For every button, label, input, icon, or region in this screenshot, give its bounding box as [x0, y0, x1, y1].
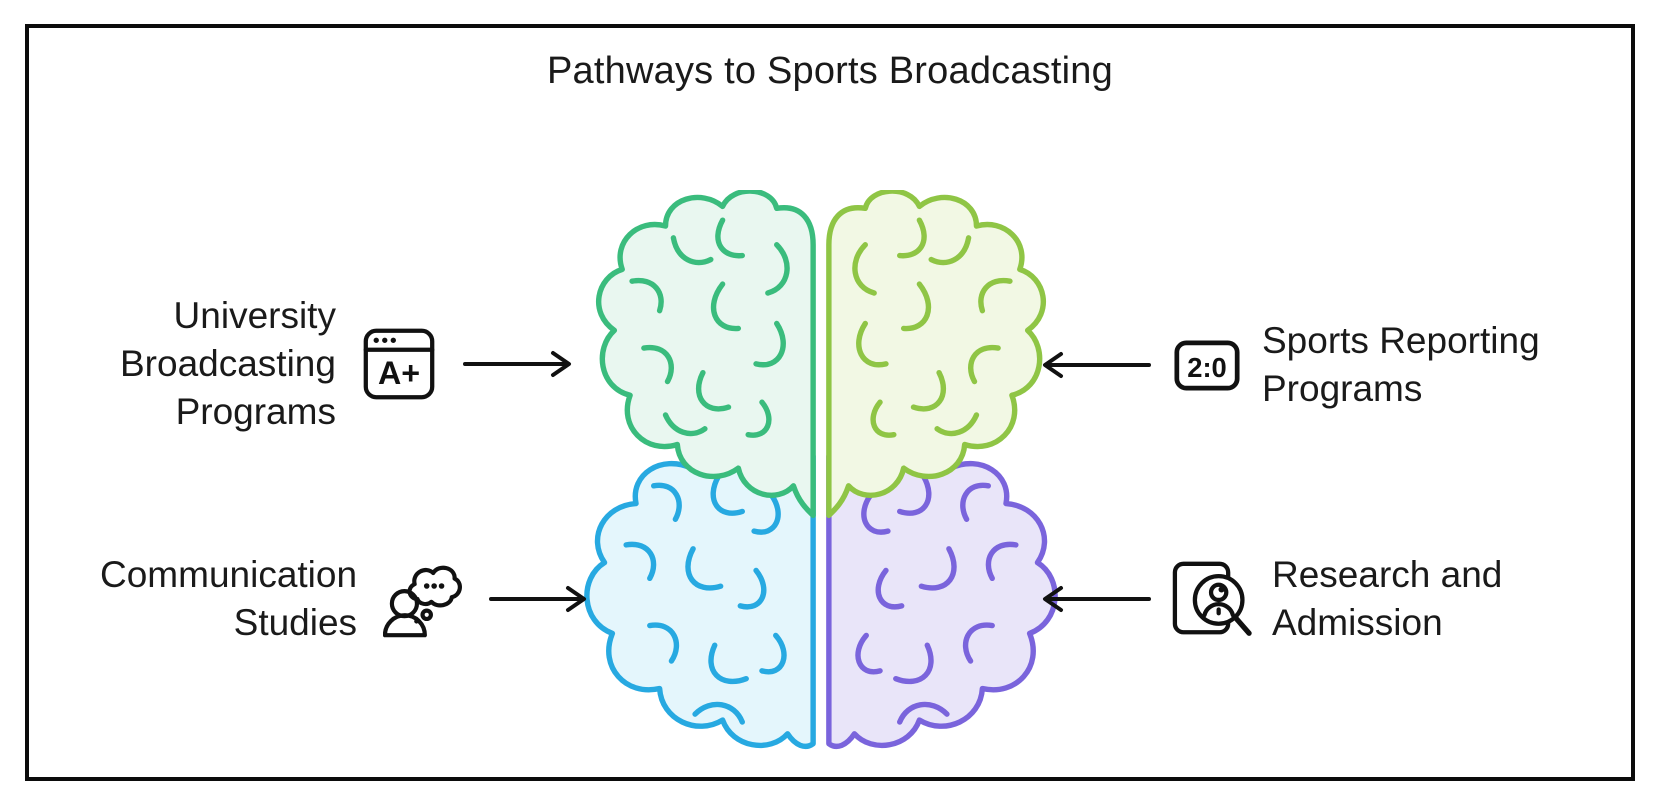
label-line: Programs [1262, 368, 1423, 409]
label-line: Studies [233, 602, 358, 643]
label-line: Programs [175, 391, 336, 432]
diagram-frame [25, 24, 1635, 781]
page-title: Pathways to Sports Broadcasting [547, 50, 1113, 92]
label-line: Research and [1272, 554, 1503, 595]
magnifier-handle-shape [1233, 615, 1252, 636]
scoreboard-icon: 2:0 [1174, 340, 1240, 390]
brain-illustration [575, 190, 1067, 762]
label-line: University [173, 295, 336, 336]
label-line: Sports Reporting [1262, 320, 1540, 361]
arrow-left-icon [1043, 352, 1151, 378]
callout-research-and-admission: Research and Admission [1040, 551, 1502, 647]
arrow-left-icon [1043, 586, 1151, 612]
label-sports-reporting-programs: Sports Reporting Programs [1262, 317, 1540, 413]
profile-head-shape [1208, 582, 1229, 603]
score-text: 2:0 [1187, 351, 1227, 382]
brain-right-hemisphere [829, 191, 1055, 746]
label-line: Admission [1272, 602, 1443, 643]
document-search-person-icon [1172, 561, 1252, 636]
callout-university-broadcasting-programs: University Broadcasting Programs A+ [120, 292, 574, 436]
profile-shoulders-shape [1202, 602, 1236, 618]
label-research-and-admission: Research and Admission [1272, 551, 1502, 647]
browser-window-shape [363, 328, 435, 400]
scoreboard-frame-shape [1174, 340, 1240, 390]
browser-grade-icon: A+ [363, 328, 435, 400]
magnifier-lens-shape [1192, 574, 1245, 626]
grade-text: A+ [378, 355, 420, 391]
callout-communication-studies: Communication Studies [100, 551, 589, 647]
person-head-shape [389, 589, 420, 619]
label-line: Communication [100, 554, 358, 595]
arrow-right-icon [462, 351, 571, 377]
label-communication-studies: Communication Studies [100, 551, 357, 647]
label-line: Broadcasting [120, 343, 336, 384]
thought-bubble-shape [407, 565, 462, 608]
arrow-right-icon [489, 586, 587, 612]
callout-sports-reporting-programs: 2:0 Sports Reporting Programs [1040, 317, 1540, 413]
person-body-shape [383, 613, 428, 638]
label-university-broadcasting-programs: University Broadcasting Programs [120, 292, 336, 436]
brain-left-hemisphere [587, 191, 813, 746]
person-thought-icon [383, 565, 462, 638]
